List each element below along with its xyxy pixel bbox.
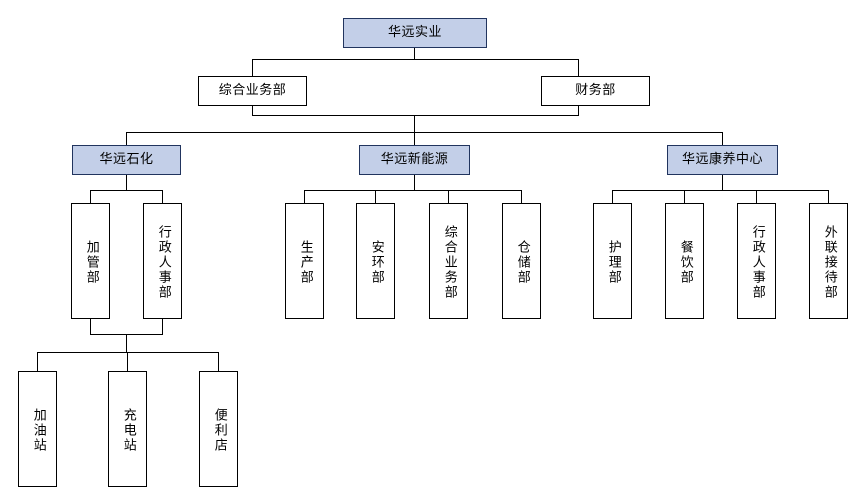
connector-kangyang-down [722, 174, 723, 190]
node-label: 餐饮部 [677, 239, 693, 285]
connector-canyinbu-drop [684, 190, 685, 203]
node-wailian-jiedaibu[interactable]: 外联接待部 [809, 203, 848, 319]
node-bianlidian[interactable]: 便利店 [199, 371, 238, 487]
node-shengchanbu[interactable]: 生产部 [285, 203, 324, 319]
connector-hulibu-drop [612, 190, 613, 203]
connector-cangchubu-drop [521, 190, 522, 203]
node-hua-yuan-xin-neng-yuan[interactable]: 华远新能源 [359, 145, 470, 175]
connector-level2-right-drop [578, 59, 579, 76]
node-label: 生产部 [297, 239, 313, 285]
node-label: 外联接待部 [821, 224, 837, 300]
node-label: 加油站 [30, 407, 46, 453]
node-zonghe-yewubu-top[interactable]: 综合业务部 [198, 76, 307, 106]
connector-level2-left-drop [252, 59, 253, 76]
connector-shengchanbu-drop [304, 190, 305, 203]
connector-level2-bus [252, 59, 579, 60]
node-chongdianzhan[interactable]: 充电站 [108, 371, 147, 487]
node-jiayouzhan[interactable]: 加油站 [18, 371, 57, 487]
connector-shihua-down [126, 174, 127, 190]
connector-chongdianzhan-drop [127, 352, 128, 371]
connector-jiaguanbu-down [90, 318, 91, 334]
connector-root-down [414, 47, 415, 60]
node-label: 财务部 [575, 82, 616, 98]
connector-xingzheng2-drop [756, 190, 757, 203]
connector-zonghe-yewubu-drop [448, 190, 449, 203]
node-jiaguanbu[interactable]: 加管部 [71, 203, 110, 319]
connector-xinnengyuan-drop [414, 132, 415, 145]
connector-l2-2-down [578, 105, 579, 115]
node-label: 行政人事部 [749, 224, 765, 300]
connector-shihua-sub-merge-down [126, 334, 127, 352]
node-label: 护理部 [605, 239, 621, 285]
connector-anhuanbu-drop [375, 190, 376, 203]
connector-xinnengyuan-bus [304, 190, 521, 191]
node-label: 华远新能源 [380, 151, 449, 167]
node-xingzheng-renshibu-kangyang[interactable]: 行政人事部 [737, 203, 776, 319]
node-label: 便利店 [211, 407, 227, 453]
node-label: 仓储部 [514, 239, 530, 285]
connector-l2-1-down [252, 105, 253, 115]
connector-jiaguanbu-drop [90, 190, 91, 203]
connector-shihua-drop [126, 132, 127, 145]
connector-kangyang-drop [722, 132, 723, 145]
node-label: 华远实业 [387, 24, 442, 40]
node-label: 安环部 [368, 239, 384, 285]
connector-xingzheng1-down [162, 318, 163, 334]
node-caiwubu[interactable]: 财务部 [541, 76, 650, 106]
connector-level3-bus [126, 132, 722, 133]
node-anhuanbu[interactable]: 安环部 [356, 203, 395, 319]
node-label: 行政人事部 [155, 224, 171, 300]
connector-wailian-drop [828, 190, 829, 203]
connector-kangyang-bus [612, 190, 829, 191]
node-label: 加管部 [83, 239, 99, 285]
node-canyinbu[interactable]: 餐饮部 [665, 203, 704, 319]
node-hua-yuan-shi-hua[interactable]: 华远石化 [72, 145, 181, 175]
connector-shihua-bus [90, 190, 163, 191]
connector-xingzheng1-drop [162, 190, 163, 203]
node-hua-yuan-shi-ye[interactable]: 华远实业 [343, 18, 487, 48]
node-cangchubu[interactable]: 仓储部 [502, 203, 541, 319]
node-hua-yuan-kang-yang-zhong-xin[interactable]: 华远康养中心 [667, 145, 778, 175]
node-xingzheng-renshibu-shihua[interactable]: 行政人事部 [143, 203, 182, 319]
node-zonghe-yewubu-xinnengyuan[interactable]: 综合业务部 [429, 203, 468, 319]
connector-level5-bus [37, 352, 219, 353]
connector-l2-merge-down [414, 115, 415, 133]
connector-jiayouzhan-drop [37, 352, 38, 371]
connector-xinnengyuan-down [414, 174, 415, 190]
node-label: 华远康养中心 [681, 151, 763, 167]
connector-l2-merge-bus [252, 115, 579, 116]
node-hulibu[interactable]: 护理部 [593, 203, 632, 319]
node-label: 综合业务部 [441, 224, 457, 300]
connector-bianlidian-drop [218, 352, 219, 371]
node-label: 华远石化 [99, 151, 154, 167]
node-label: 充电站 [120, 407, 136, 453]
node-label: 综合业务部 [218, 82, 287, 98]
